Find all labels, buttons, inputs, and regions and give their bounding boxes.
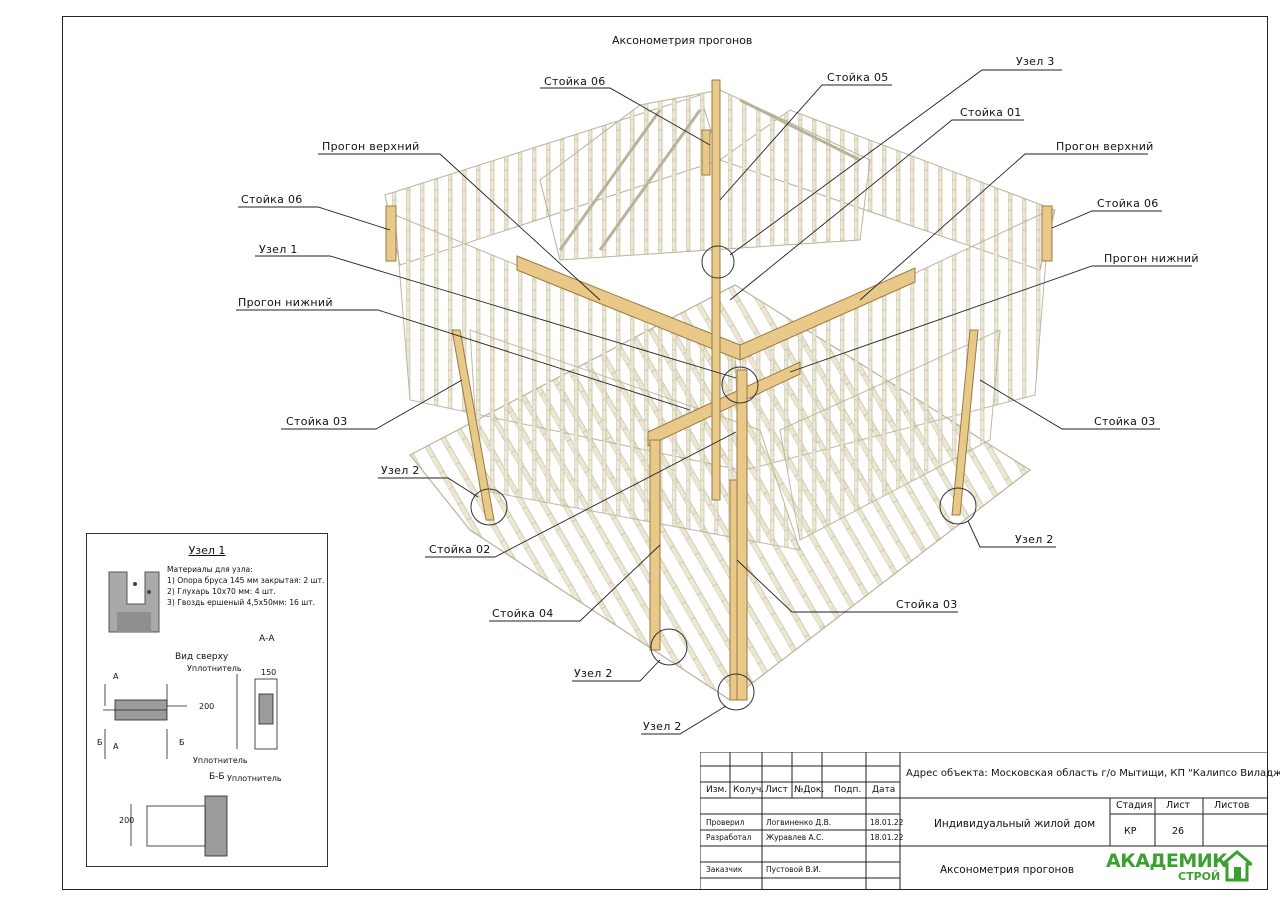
section-aa-sketch [236, 674, 278, 750]
detail-sketches [103, 571, 278, 857]
callout-progon-upper-left: Прогон верхний [322, 140, 420, 153]
leader-lines [236, 69, 1192, 735]
beam-upper-right [739, 267, 916, 361]
mark-b-left: Б [97, 738, 103, 747]
post-06-left [385, 205, 397, 262]
node-circle-2-right [939, 487, 977, 525]
post-05 [711, 79, 721, 501]
seal-label-1: Уплотнитель [187, 664, 242, 673]
sheets-label: Листов [1214, 800, 1250, 811]
bracket-image [108, 571, 160, 633]
callout-uzel1: Узел 1 [259, 243, 298, 256]
callout-stoyka03-right: Стойка 03 [1094, 415, 1156, 428]
callout-uzel2-bottom: Узел 2 [643, 720, 682, 733]
header-date: Дата [872, 785, 896, 795]
header-doc: №Док. [794, 785, 825, 795]
drawing-frame [62, 16, 1268, 890]
callout-stoyka05: Стойка 05 [827, 71, 889, 84]
project-name: Индивидуальный жилой дом [934, 818, 1096, 830]
callout-stoyka02: Стойка 02 [429, 543, 491, 556]
post-06-right [1041, 205, 1053, 262]
header-koluch: Колуч. [733, 785, 765, 795]
callout-stoyka06-right: Стойка 06 [1097, 197, 1159, 210]
drawing-title: Аксонометрия прогонов [612, 34, 753, 47]
developed-label: Разработал [706, 833, 752, 842]
callout-stoyka06-top: Стойка 06 [544, 75, 606, 88]
callout-uzel2-left: Узел 2 [381, 464, 420, 477]
section-bb-sketch [130, 795, 228, 857]
address: Адрес объекта: Московская область г/о Мы… [906, 768, 1280, 779]
stage-label: Стадия [1116, 800, 1153, 811]
callout-stoyka06-left: Стойка 06 [241, 193, 303, 206]
title-block: Адрес объекта: Московская область г/о Мы… [700, 752, 1280, 890]
developed-date: 18.01.22 [870, 833, 904, 842]
callout-uzel2-right: Узел 2 [1015, 533, 1054, 546]
callout-progon-lower-left: Прогон нижний [238, 296, 333, 309]
stage-value: КР [1124, 826, 1137, 837]
material-item: 1) Опора бруса 145 мм закрытая: 2 шт. [167, 576, 325, 585]
material-item: 2) Глухарь 10x70 мм: 4 шт. [167, 587, 276, 596]
callout-stoyka03-bottom: Стойка 03 [896, 598, 958, 611]
view-top-label: Вид сверху [175, 652, 229, 662]
section-aa-label: А-А [259, 634, 275, 644]
beam-lower-left [647, 361, 801, 447]
checked-label: Проверил [706, 818, 745, 827]
material-item: 3) Гвоздь ершеный 4,5x50мм: 16 шт. [167, 598, 316, 607]
post-03-left [451, 329, 495, 521]
section-bb-label: Б-Б [209, 772, 225, 782]
top-view-sketch [103, 684, 187, 759]
sheet-label: Лист [1166, 800, 1191, 811]
header-list: Лист [765, 785, 788, 795]
dim-200-b: 200 [119, 816, 135, 825]
logo-main: АКАДЕМИК [1106, 850, 1228, 872]
sheet-value: 26 [1172, 826, 1185, 837]
callout-stoyka03-left: Стойка 03 [286, 415, 348, 428]
mark-b-right: Б [179, 738, 185, 747]
materials-list: Материалы для узла: 1) Опора бруса 145 м… [167, 564, 324, 608]
seal-label-3: Уплотнитель [227, 774, 282, 783]
seal-label-2: Уплотнитель [193, 756, 248, 765]
logo-sub: СТРОЙ [1178, 870, 1221, 883]
customer-label: Заказчик [706, 865, 743, 874]
detail-title: Узел 1 [188, 544, 226, 557]
callout-stoyka01: Стойка 01 [960, 106, 1022, 119]
header-izm: Изм. [706, 785, 728, 795]
node-circle-2-bottom [717, 673, 755, 711]
node-circle-1 [721, 366, 759, 404]
node-detail-box: Узел 1 Материалы для узла: 1) Опора брус… [86, 533, 328, 867]
callout-stoyka04: Стойка 04 [492, 607, 554, 620]
materials-header: Материалы для узла: [167, 565, 253, 574]
dim-200-a: 200 [199, 702, 215, 711]
node-circle-2-left [470, 488, 508, 526]
post-03-center [736, 369, 748, 701]
node-circle-2-mid [650, 628, 688, 666]
post-01 [701, 129, 711, 176]
house-logo-icon [1222, 850, 1252, 882]
callout-progon-lower-right: Прогон нижний [1104, 252, 1199, 265]
dim-150: 150 [261, 668, 277, 677]
company-logo: АКАДЕМИК СТРОЙ [1106, 850, 1256, 884]
customer-name: Пустовой В.И. [766, 865, 821, 874]
callout-uzel2-mid: Узел 2 [574, 667, 613, 680]
callout-uzel3: Узел 3 [1016, 55, 1055, 68]
header-podp: Подп. [834, 785, 862, 795]
checked-date: 18.01.22 [870, 818, 904, 827]
node-circle-3 [701, 245, 735, 279]
sheet-title: Аксонометрия прогонов [940, 864, 1075, 876]
mark-a-top: А [113, 672, 119, 681]
callout-progon-upper-right: Прогон верхний [1056, 140, 1154, 153]
post-02 [649, 439, 661, 651]
mark-a-bottom: А [113, 742, 119, 751]
checked-name: Логвиненко Д.В. [766, 818, 832, 827]
post-03-right [951, 329, 979, 516]
developed-name: Журавлев А.С. [766, 833, 824, 842]
